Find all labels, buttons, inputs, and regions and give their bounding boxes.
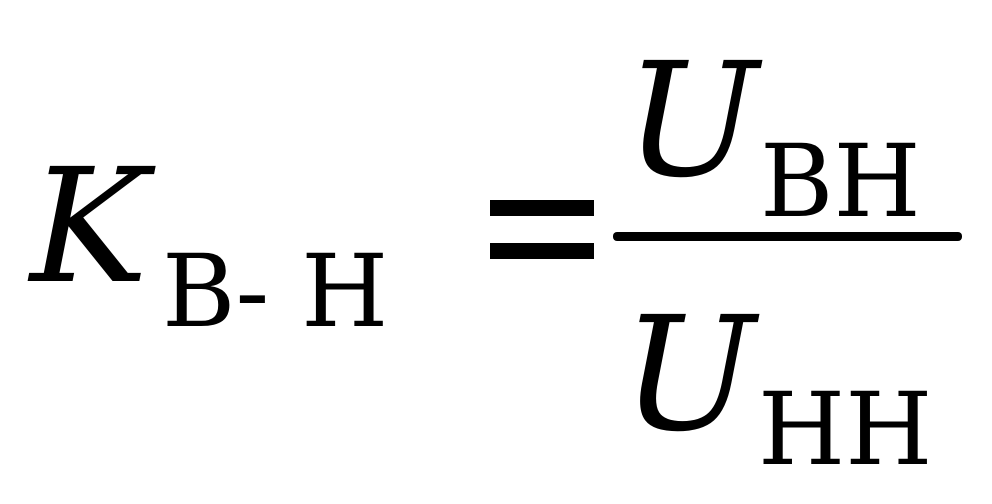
- equals-bottom-stroke: [490, 243, 594, 259]
- lhs-subscript: В- Н: [162, 233, 389, 350]
- equals-top-stroke: [490, 200, 594, 216]
- lhs-symbol: K: [30, 135, 149, 319]
- numerator-subscript: ВН: [760, 123, 921, 240]
- denominator-symbol: U: [622, 283, 756, 467]
- numerator-symbol: U: [625, 29, 759, 213]
- denominator-subscript: НН: [758, 371, 933, 488]
- fraction-bar: [613, 232, 962, 241]
